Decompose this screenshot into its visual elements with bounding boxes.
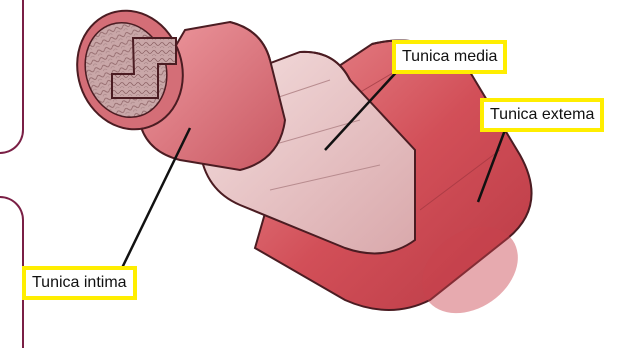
label-tunica-media: Tunica media: [392, 40, 507, 74]
label-tunica-intima: Tunica intima: [22, 266, 137, 300]
label-tunica-externa: Tunica extema: [480, 98, 604, 132]
artery-diagram: Tunica media Tunica extema Tunica intima: [0, 0, 636, 327]
